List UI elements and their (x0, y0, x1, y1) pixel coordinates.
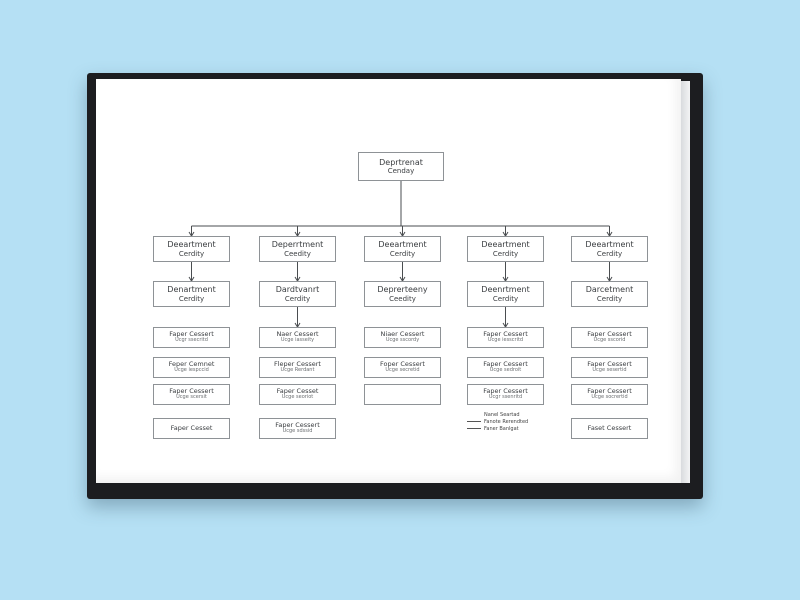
leaf-node-2-4-subtitle: Ucge sdssid (282, 428, 313, 435)
leaf-node-5-4-title: Faset Cessert (587, 423, 632, 432)
leaf-node-5-1-title: Faper Cessert (587, 329, 632, 338)
leaf-node-1-2-subtitle: Ucge iespccid (174, 367, 209, 374)
leaf-node-5-2-title: Faper Cessert (587, 359, 632, 368)
dept-node-3-title: Deeartment (378, 240, 427, 250)
sub-dept-node-2-subtitle: Cerdity (284, 294, 311, 303)
sub-dept-node-5-title: Darcetment (585, 285, 634, 295)
leaf-node-2-4-title: Faper Cessert (275, 420, 320, 429)
legend-swatch (467, 428, 481, 429)
dept-node-5-title: Deeartment (585, 240, 634, 250)
leaf-node-1-1-subtitle: Ucgr ssecritd (175, 337, 208, 344)
paper-edge (681, 81, 690, 483)
leaf-node-4-2-subtitle: Ucge sedroit (489, 367, 522, 374)
leaf-node-2-2-title: Fleper Cessert (274, 359, 321, 368)
sub-dept-node-3-subtitle: Ceedity (389, 294, 416, 303)
legend-label: Nanel Seartad (484, 411, 520, 418)
dept-node-5-subtitle: Cerdity (596, 249, 623, 258)
sub-dept-node-4-subtitle: Cerdity (492, 294, 519, 303)
dept-node-1-subtitle: Cerdity (178, 249, 205, 258)
leaf-node-4-3-subtitle: Ucgr ssenritd (488, 394, 523, 401)
sub-dept-node-1-subtitle: Cerdity (178, 294, 205, 303)
leaf-node-3-3 (364, 384, 441, 405)
leaf-node-5-3-subtitle: Ucge socrertid (591, 394, 628, 401)
dept-node-2-title: Deperrtment (271, 240, 324, 250)
legend-item: Nanel Seartad (467, 411, 528, 418)
dept-node-3-subtitle: Cerdity (389, 249, 416, 258)
leaf-node-1-4: Faper Cesset (153, 418, 230, 439)
sub-dept-node-5-subtitle: Cerdity (596, 294, 623, 303)
leaf-node-4-1-subtitle: Ucge iesscritd (487, 337, 524, 344)
leaf-node-1-4-title: Faper Cesset (170, 423, 213, 432)
leaf-node-2-1-title: Naer Cessert (276, 329, 319, 338)
dept-node-4-title: Deeartment (481, 240, 530, 250)
leaf-node-1-1-title: Faper Cessert (169, 329, 214, 338)
leaf-node-1-3-title: Faper Cessert (169, 386, 214, 395)
leaf-node-4-3-title: Faper Cessert (483, 386, 528, 395)
sub-dept-node-2-title: Dardtvanrt (275, 285, 320, 295)
legend-item: Fanote Rerendted (467, 418, 528, 425)
dept-node-4-subtitle: Cerdity (492, 249, 519, 258)
leaf-node-3-2-title: Foper Cessert (380, 359, 425, 368)
legend-label: Faner Banlgat (484, 425, 519, 432)
leaf-node-5-3-title: Faper Cessert (587, 386, 632, 395)
leaf-node-2-1-subtitle: Ucge iasseity (280, 337, 315, 344)
leaf-node-5-2-subtitle: Ucge sesertid (592, 367, 627, 374)
leaf-node-1-3-subtitle: Ucge scersit (176, 394, 207, 401)
leaf-node-3-1-title: Niaer Cessert (380, 329, 425, 338)
legend-item: Faner Banlgat (467, 425, 528, 432)
leaf-node-5-4: Faset Cessert (571, 418, 648, 439)
leaf-node-3-1-subtitle: Ucge sscordy (385, 337, 420, 344)
legend-label: Fanote Rerendted (484, 418, 529, 425)
legend-swatch (467, 421, 481, 422)
root-node-subtitle: Cenday (387, 167, 415, 176)
dept-node-2-subtitle: Ceedity (284, 249, 311, 258)
dept-node-1-title: Deeartment (167, 240, 216, 250)
sub-dept-node-1-title: Denartment (167, 285, 216, 295)
leaf-node-3-2-subtitle: Ucge secretid (385, 367, 420, 374)
leaf-node-4-1-title: Faper Cessert (483, 329, 528, 338)
leaf-node-5-1-subtitle: Ucge sscorid (593, 337, 626, 344)
leaf-node-1-2-title: Feper Cemnet (168, 359, 215, 368)
root-node-title: Deprtrenat (379, 157, 423, 167)
sub-dept-node-3-title: Deprerteeny (377, 285, 428, 295)
leaf-node-4-2-title: Faper Cessert (483, 359, 528, 368)
leaf-node-2-3-title: Faper Cesset (276, 386, 319, 395)
leaf-node-2-2-subtitle: Ucge Rerdant (280, 367, 315, 374)
sub-dept-node-4-title: Deenrtment (481, 285, 530, 295)
leaf-node-2-3-subtitle: Ucge seoriot (281, 394, 314, 401)
legend-swatch (467, 414, 481, 415)
